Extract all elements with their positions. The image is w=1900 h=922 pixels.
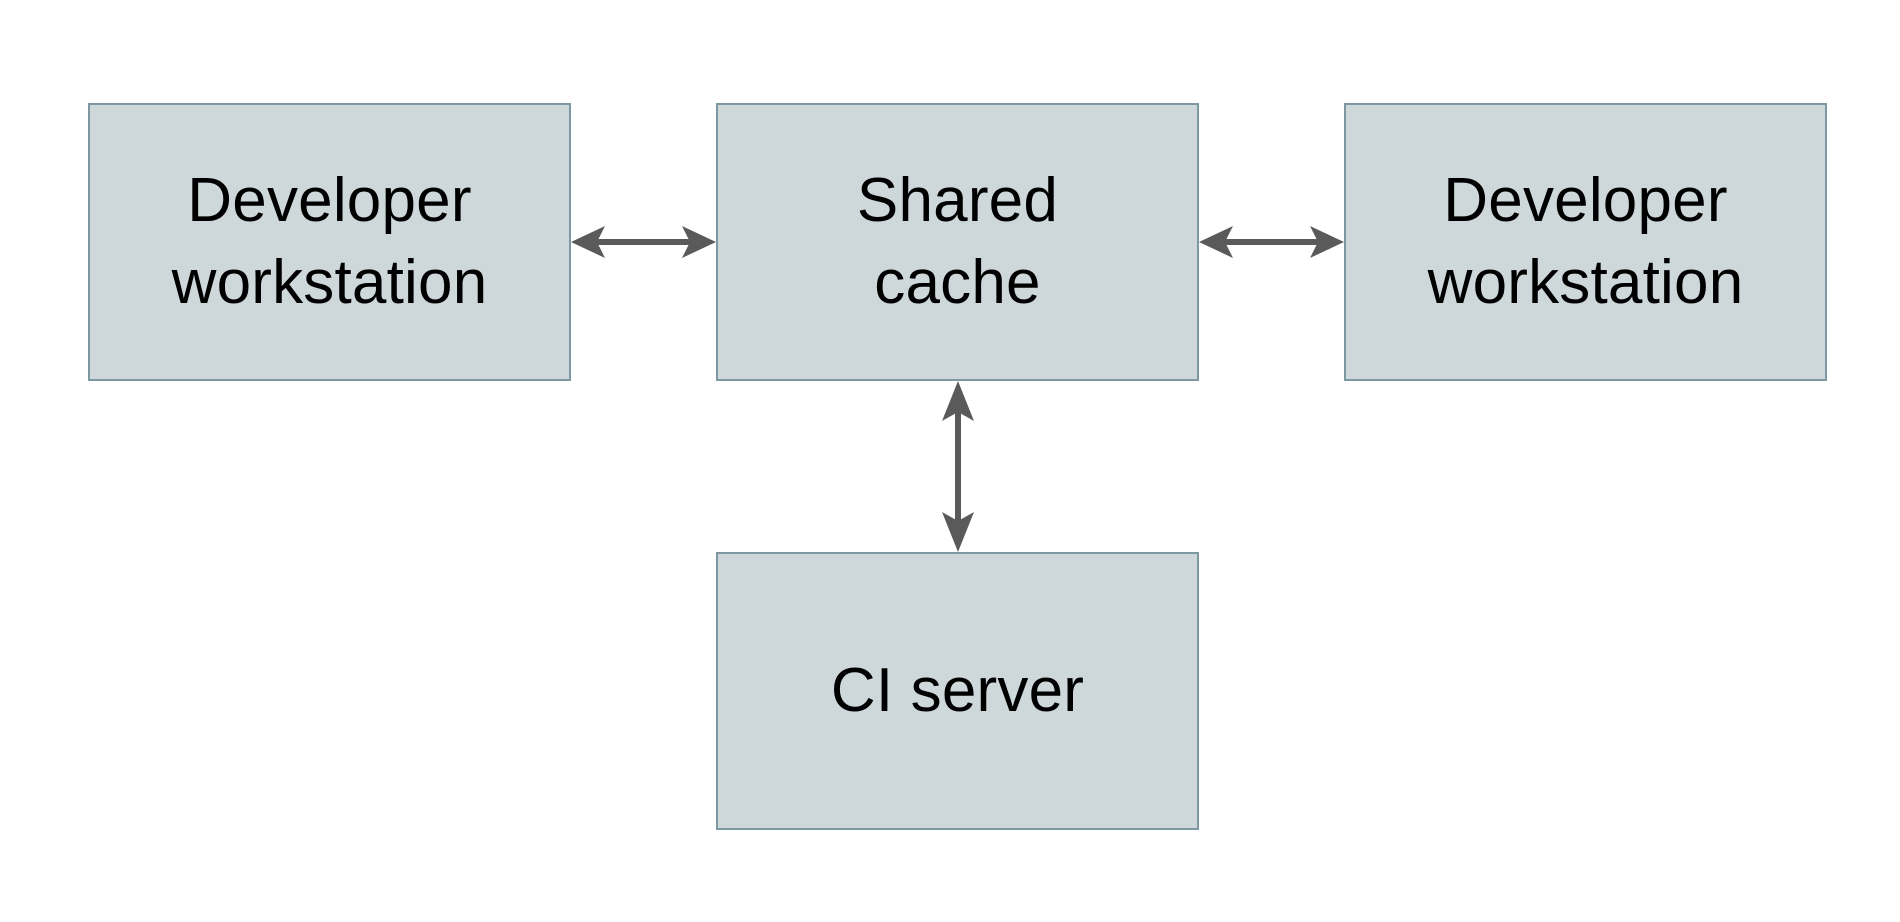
- node-dev-workstation-left[interactable]: Developer workstation: [88, 103, 571, 381]
- arrowhead-right-icon: [682, 226, 716, 258]
- node-label: Developer workstation: [171, 166, 488, 317]
- node-label: Developer workstation: [1427, 166, 1744, 317]
- node-label: Shared cache: [856, 166, 1059, 317]
- arrowhead-up-icon: [942, 381, 974, 421]
- connector-cache-to-right-workstation: [1199, 226, 1344, 258]
- arrowhead-right-icon: [1310, 226, 1344, 258]
- node-label: CI server: [830, 656, 1085, 726]
- node-dev-workstation-right[interactable]: Developer workstation: [1344, 103, 1827, 381]
- node-ci-server[interactable]: CI server: [716, 552, 1199, 830]
- arrowhead-left-icon: [1199, 226, 1233, 258]
- connector-cache-to-ci-server: [942, 381, 974, 552]
- arrowhead-down-icon: [942, 512, 974, 552]
- node-shared-cache[interactable]: Shared cache: [716, 103, 1199, 381]
- connector-left-workstation-to-cache: [571, 226, 716, 258]
- arrowhead-left-icon: [571, 226, 605, 258]
